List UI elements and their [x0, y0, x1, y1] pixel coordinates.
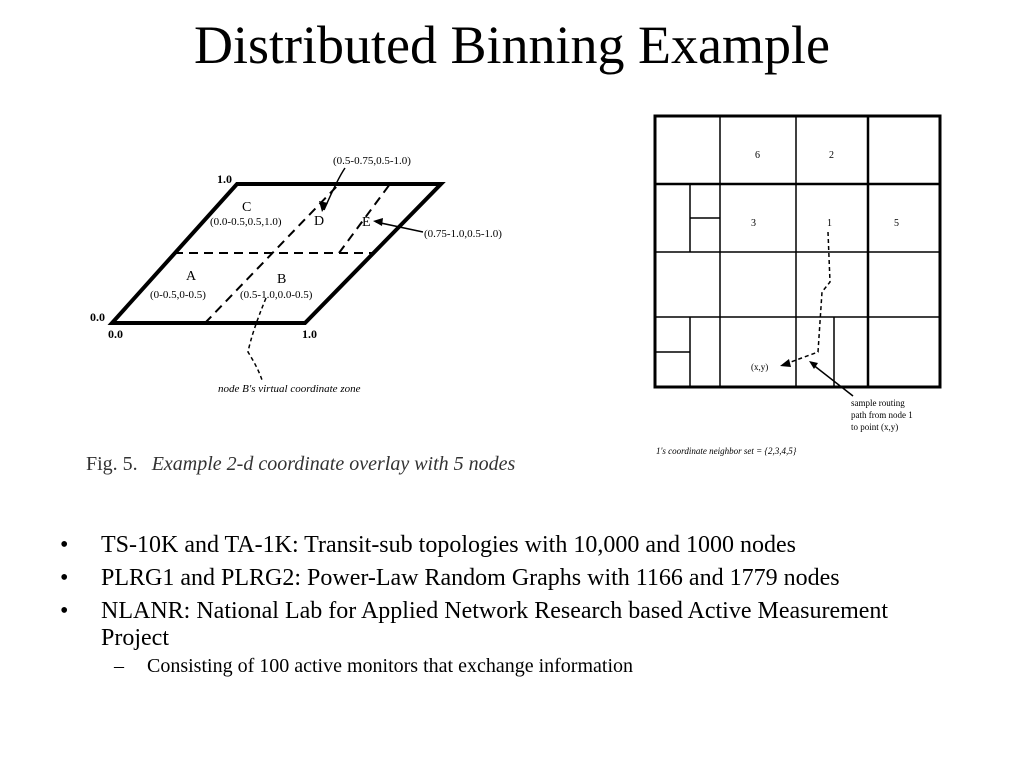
routing-path [787, 231, 831, 364]
zone-a-range: (0-0.5,0-0.5) [150, 289, 206, 301]
grid-cell-label-2: 2 [829, 150, 834, 161]
routing-note-line-1: sample routing [851, 398, 905, 408]
routing-note-line-2: path from node 1 [851, 410, 913, 420]
bullet-list: • TS-10K and TA-1K: Transit-sub topologi… [60, 532, 960, 684]
coordinate-space-outline [107, 182, 446, 325]
grid-cell-label-5: 5 [894, 218, 899, 229]
bullet-item: • TS-10K and TA-1K: Transit-sub topologi… [60, 532, 960, 559]
routing-note-arrowhead [809, 361, 818, 369]
zone-b-range: (0.5-1.0,0.0-0.5) [240, 289, 313, 301]
binning-figures: 1.0 0.0 0.0 1.0 C (0.0-0.5,0.5,1.0) D (0… [90, 114, 942, 456]
sub-bullet-marker: – [114, 655, 124, 677]
grid-cell-label-1: 1 [827, 218, 832, 229]
figure-caption-text: Example 2-d coordinate overlay with 5 no… [151, 453, 516, 475]
slide-title: Distributed Binning Example [194, 15, 830, 75]
zone-a-letter: A [186, 269, 197, 284]
routing-note-arrow [811, 363, 854, 397]
zone-e-range: (0.75-1.0,0.5-1.0) [424, 228, 502, 240]
zone-e-pointer-arrow [375, 221, 424, 233]
target-point-label: (x,y) [751, 362, 768, 372]
bullet-item: • PLRG1 and PLRG2: Power-Law Random Grap… [60, 565, 960, 592]
figure-number: Fig. 5. [86, 453, 138, 475]
zone-d-range: (0.5-0.75,0.5-1.0) [333, 155, 411, 167]
bullet-marker: • [60, 565, 69, 591]
bullet-marker: • [60, 598, 69, 624]
bullet-item: • NLANR: National Lab for Applied Networ… [60, 598, 960, 678]
corner-label-origin-x: 0.0 [108, 327, 123, 341]
grid-cell-label-6: 6 [755, 150, 760, 161]
zone-b-annotation-curve [247, 297, 267, 381]
corner-label-origin-y: 0.0 [90, 310, 105, 324]
sub-bullet-item: – Consisting of 100 active monitors that… [101, 654, 960, 678]
sub-bullet-text: Consisting of 100 active monitors that e… [147, 655, 634, 677]
figure-caption: Fig. 5. Example 2-d coordinate overlay wi… [86, 452, 566, 476]
zone-divider-vertical [204, 183, 340, 324]
zone-c-letter: C [242, 200, 251, 215]
sub-bullet-list: – Consisting of 100 active monitors that… [101, 654, 960, 678]
zone-b-letter: B [277, 272, 286, 287]
neighbor-set-label: 1's coordinate neighbor set = {2,3,4,5} [656, 446, 797, 456]
corner-label-bottom-right: 1.0 [302, 327, 317, 341]
bullet-text: NLANR: National Lab for Applied Network … [101, 598, 889, 651]
zone-d-letter: D [314, 214, 324, 229]
routing-path-arrowhead [780, 359, 791, 367]
zone-e-letter: E [362, 215, 371, 230]
zone-e-arrowhead [373, 218, 383, 226]
zone-c-range: (0.0-0.5,0.5,1.0) [210, 216, 282, 228]
routing-grid-diagram: 6 2 3 1 5 (x,y) sample routing path from… [653, 114, 942, 456]
corner-label-top-left: 1.0 [217, 172, 232, 186]
grid-cell-label-3: 3 [751, 218, 756, 229]
bullet-marker: • [60, 532, 69, 558]
coordinate-overlay-diagram: 1.0 0.0 0.0 1.0 C (0.0-0.5,0.5,1.0) D (0… [90, 155, 502, 395]
zone-d-arrowhead [319, 201, 328, 212]
bullet-text: PLRG1 and PLRG2: Power-Law Random Graphs… [101, 565, 840, 591]
zone-annotation-text: node B's virtual coordinate zone [218, 383, 361, 395]
bullet-text: TS-10K and TA-1K: Transit-sub topologies… [101, 532, 796, 558]
routing-note-line-3: to point (x,y) [851, 422, 898, 432]
